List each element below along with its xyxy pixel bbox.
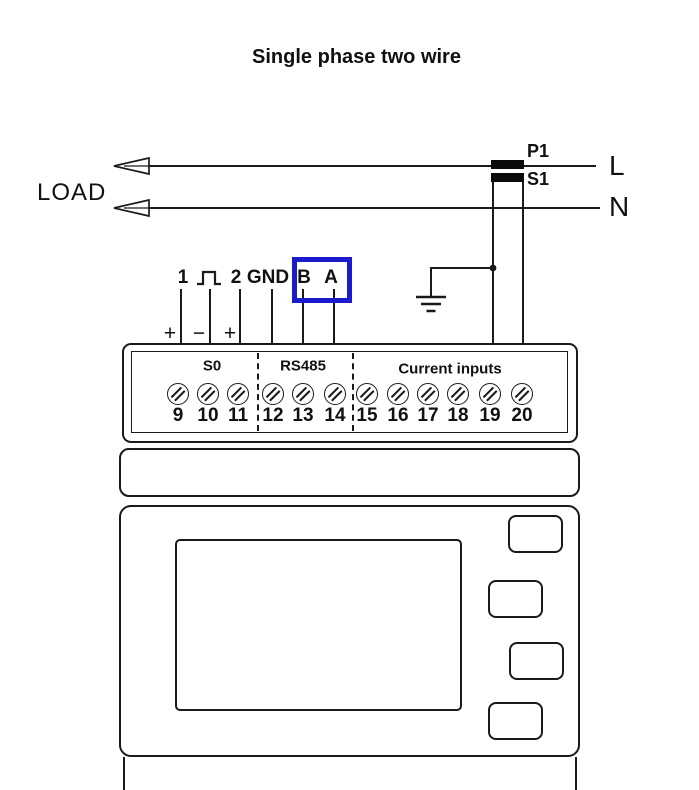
ct-s1-label: S1 (527, 169, 550, 189)
terminal-number: 13 (292, 405, 314, 426)
terminal-strip (131, 351, 568, 433)
screw-terminal-12 (262, 383, 284, 405)
junction-dot (489, 264, 497, 272)
load-arrow-icon (113, 156, 150, 176)
terminal-block (122, 343, 578, 443)
rs485-b-label: B (297, 267, 311, 288)
terminal-number: 17 (417, 405, 439, 426)
terminal-number: 16 (387, 405, 409, 426)
earth-ground-icon (416, 267, 493, 313)
terminal-number: 19 (479, 405, 501, 426)
polarity-plus: + (163, 322, 177, 345)
meter-button-4 (488, 702, 543, 740)
screw-terminal-18 (447, 383, 469, 405)
section-divider (352, 353, 354, 431)
terminal-number: 11 (227, 405, 249, 426)
meter-button-1 (508, 515, 563, 553)
screw-terminal-9 (167, 383, 189, 405)
terminal-number: 18 (447, 405, 469, 426)
neutral-label: N (609, 191, 630, 222)
meter-button-3 (509, 642, 564, 680)
rs485-ab-highlight-box (292, 257, 352, 303)
polarity-minus: − (192, 322, 206, 345)
meter-button-2 (488, 580, 543, 618)
meter-bottom-housing (123, 757, 577, 790)
meter-display (175, 539, 462, 711)
terminal-number: 20 (511, 405, 533, 426)
section-label-rs485: RS485 (280, 357, 326, 375)
polarity-plus: + (223, 322, 237, 345)
diagram-title: Single phase two wire (252, 46, 461, 68)
meter-body (119, 505, 580, 757)
terminal-1-label: 1 (177, 267, 189, 288)
terminal-2-label: 2 (230, 267, 242, 288)
screw-terminal-14 (324, 383, 346, 405)
screw-terminal-19 (479, 383, 501, 405)
terminal-number: 12 (262, 405, 284, 426)
screw-terminal-17 (417, 383, 439, 405)
gnd-label: GND (246, 267, 290, 288)
terminal-number: 14 (324, 405, 346, 426)
screw-terminal-10 (197, 383, 219, 405)
terminal-number: 9 (172, 405, 184, 426)
section-divider (257, 353, 259, 431)
ct-p1-label: P1 (527, 141, 550, 161)
screw-terminal-11 (227, 383, 249, 405)
load-arrow-icon (113, 198, 150, 218)
pulse-output-icon (197, 270, 221, 286)
terminal-number: 10 (197, 405, 219, 426)
section-label-current-inputs: Current inputs (398, 360, 502, 378)
meter-middle-band (119, 448, 580, 497)
screw-terminal-16 (387, 383, 409, 405)
screw-terminal-15 (356, 383, 378, 405)
section-label-s0: S0 (202, 357, 222, 375)
rs485-a-label: A (324, 267, 338, 288)
ct-secondary-bar (491, 173, 524, 182)
ct-primary-bar (491, 160, 524, 169)
line-label: L (609, 150, 625, 181)
screw-terminal-13 (292, 383, 314, 405)
screw-terminal-20 (511, 383, 533, 405)
load-label: LOAD (37, 179, 107, 206)
terminal-number: 15 (356, 405, 378, 426)
